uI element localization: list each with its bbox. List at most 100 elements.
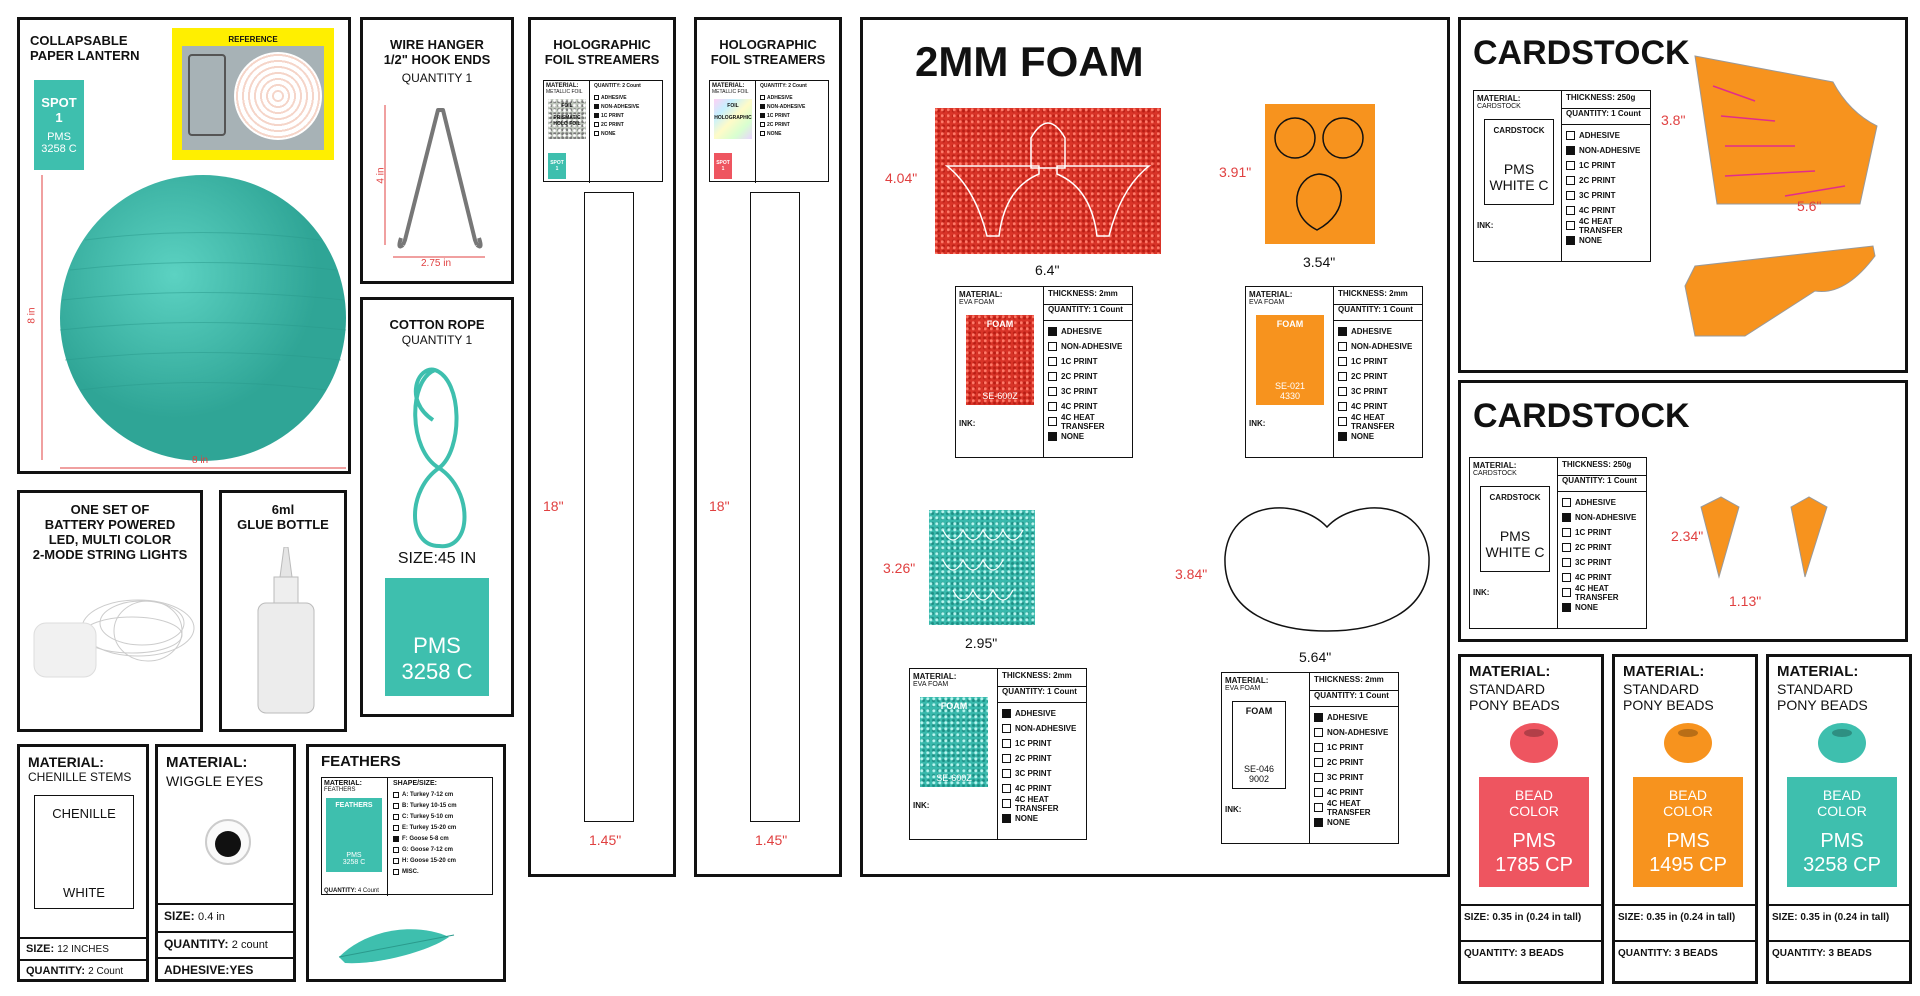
option-label: 4C HEAT TRANSFER (1327, 798, 1371, 817)
mat-value: EVA FOAM (959, 299, 995, 306)
option-label: ADHESIVE (1015, 709, 1056, 718)
rope-qty: QUANTITY 1 (401, 333, 473, 347)
shape-label: A: Turkey 7-12 cm (402, 791, 454, 798)
bead-qty: QUANTITY: 3 BEADS (1615, 940, 1755, 965)
checkbox-icon (1562, 603, 1571, 612)
streamer1-title: HOLOGRAPHIC FOIL STREAMERS (544, 37, 660, 67)
option-row: 1C PRINT (760, 111, 826, 120)
option-row: 3C PRINT (1002, 766, 1082, 781)
bead-icon (1510, 723, 1558, 763)
rope-illustration (413, 367, 467, 549)
foam-p4-w: 5.64" (1299, 649, 1332, 665)
bead-size: SIZE: 0.35 in (0.24 in tall) (1769, 904, 1909, 929)
lantern-sphere (60, 175, 346, 461)
option-label: 2C PRINT (1351, 372, 1388, 381)
streamer-card-1: HOLOGRAPHIC FOIL STREAMERS MATERIAL: MET… (528, 17, 676, 877)
checkbox-icon (760, 113, 765, 118)
checkbox-icon (1566, 236, 1575, 245)
option-row: NON-ADHESIVE (1562, 510, 1642, 525)
checkbox-icon (1338, 387, 1347, 396)
option-row: ADHESIVE (1566, 128, 1646, 143)
card1-title: CARDSTOCK (1473, 34, 1690, 72)
option-row: 4C PRINT (1566, 203, 1646, 218)
option-label: NON-ADHESIVE (767, 103, 806, 110)
checkbox-icon (594, 131, 599, 136)
qty-key: QUANTITY: (324, 888, 357, 894)
option-row: NONE (1048, 429, 1128, 444)
bead-qty: QUANTITY: 3 BEADS (1769, 940, 1909, 965)
eyes-qty: QUANTITY: 2 count (158, 931, 293, 955)
foam-piece-1 (935, 108, 1161, 254)
lights-card: ONE SET OF BATTERY POWERED LED, MULTI CO… (17, 490, 203, 732)
thickness: THICKNESS: 250g (1558, 460, 1646, 476)
option-row: NONE (1002, 811, 1082, 826)
reference-frame (188, 54, 226, 136)
shapes-key: SHAPE/SIZE: (393, 780, 437, 787)
checkbox-icon (1048, 417, 1057, 426)
bead-name: STANDARD PONY BEADS (1469, 681, 1560, 713)
thickness: THICKNESS: 2mm (1310, 675, 1398, 691)
option-label: 1C PRINT (767, 112, 790, 119)
option-label: 4C HEAT TRANSFER (1575, 583, 1619, 602)
size-value: 12 INCHES (57, 944, 109, 955)
card2-dim2: 1.13" (1729, 593, 1762, 609)
option-label: NON-ADHESIVE (1327, 728, 1389, 737)
option-row: 3C PRINT (1048, 384, 1128, 399)
streamer1-swatch: FOIL PRISMATIC HOLO FOIL (548, 99, 586, 139)
hanger-card: WIRE HANGER 1/2" HOOK ENDS QUANTITY 1 4 … (360, 17, 514, 284)
foam-p3-h: 3.26" (883, 560, 916, 576)
checkbox-icon (1314, 758, 1323, 767)
streamer2-strip (750, 192, 800, 822)
ink-label: INK: (1249, 419, 1266, 428)
rope-size: SIZE:45 IN (397, 550, 477, 567)
foam-p1-h: 4.04" (885, 170, 918, 186)
option-label: ADHESIVE (1575, 498, 1616, 507)
bead-color-label: BEAD COLOR (1663, 787, 1713, 819)
option-row: 4C HEAT TRANSFER (1002, 794, 1082, 813)
glue-card: 6ml GLUE BOTTLE (219, 490, 347, 732)
shape-row: G: Goose 7-12 cm (393, 844, 489, 855)
option-row: NONE (594, 129, 660, 138)
quantity: QUANTITY: 1 Count (998, 687, 1086, 703)
bead-size: SIZE: 0.35 in (0.24 in tall) (1461, 904, 1601, 929)
checkbox-icon (594, 113, 599, 118)
option-row: 2C PRINT (1048, 369, 1128, 384)
shape-row: B: Turkey 10-15 cm (393, 800, 489, 811)
foam-code: SE-600Z (982, 391, 1018, 401)
option-row: 1C PRINT (1566, 158, 1646, 173)
option-label: ADHESIVE (1327, 713, 1368, 722)
option-row: NON-ADHESIVE (760, 102, 826, 111)
card1-dim1: 3.8" (1661, 112, 1686, 128)
card-sw-pms: PMS WHITE C (1485, 528, 1545, 560)
checkbox-icon (1048, 387, 1057, 396)
option-row: 4C HEAT TRANSFER (1338, 413, 1418, 431)
checkbox-icon (1048, 432, 1057, 441)
checkbox-icon (393, 846, 399, 853)
bead-pms: PMS 1495 CP (1649, 830, 1727, 876)
chenille-card: MATERIAL: CHENILLE STEMS CHENILLE WHITE … (17, 744, 149, 982)
checkbox-icon (1002, 814, 1011, 823)
foam-sw-label: FOAM (1245, 706, 1273, 716)
option-row: 3C PRINT (1338, 384, 1418, 399)
foam-card: 2MM FOAM 4.04" 6.4" 3.91" 3.54" 3.26" 2.… (860, 17, 1450, 877)
mat-value: CARDSTOCK (1477, 103, 1521, 110)
foam-piece-2-outline (1274, 117, 1364, 231)
option-label: 4C HEAT TRANSFER (1015, 794, 1059, 813)
foam-p2-w: 3.54" (1303, 254, 1336, 270)
chenille-material-label: MATERIAL: (28, 754, 104, 770)
option-label: 3C PRINT (1575, 558, 1612, 567)
foam-piece-4 (1224, 507, 1430, 632)
quantity: QUANTITY: 1 Count (1310, 691, 1398, 707)
foam-code: SE-021 4330 (1274, 381, 1306, 401)
card-sw-top: CARDSTOCK (1489, 493, 1541, 502)
